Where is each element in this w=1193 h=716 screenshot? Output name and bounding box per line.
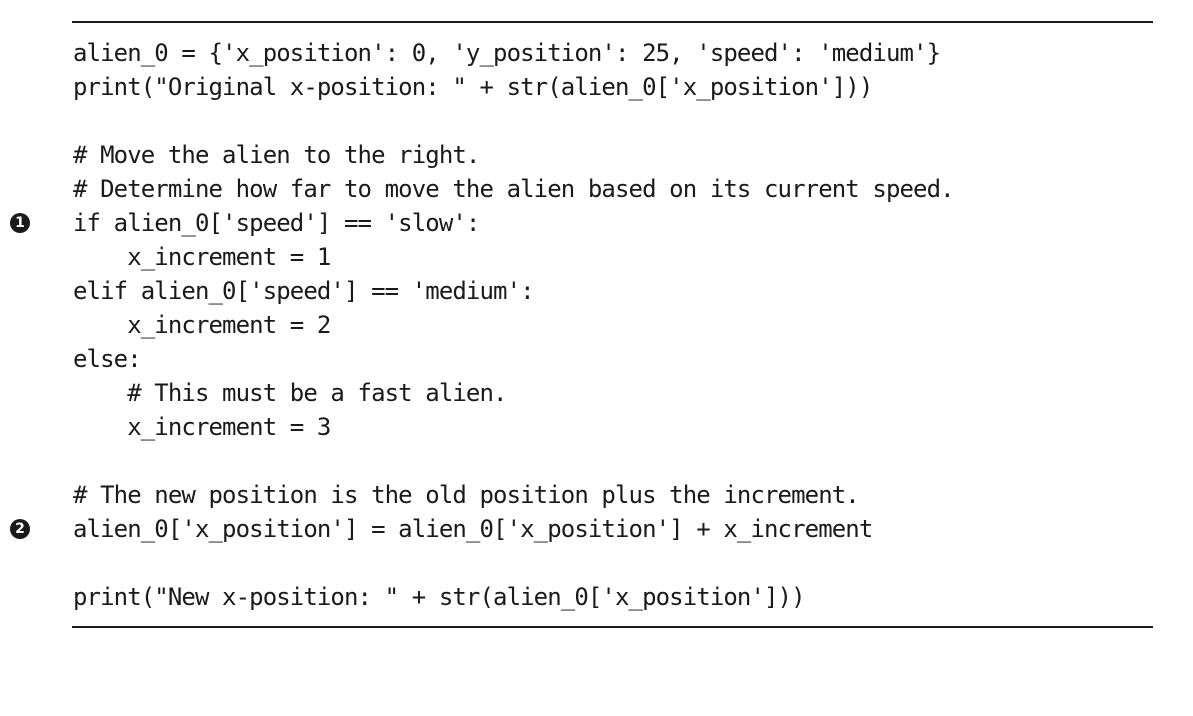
code-text: x_increment = 1 xyxy=(73,243,331,271)
code-text: x_increment = 3 xyxy=(73,413,331,441)
code-text: else: xyxy=(73,345,142,373)
bottom-rule xyxy=(72,626,1153,628)
code-listing: alien_0 = {'x_position': 0, 'y_position'… xyxy=(0,36,1193,614)
code-text: # Determine how far to move the alien ba… xyxy=(73,175,955,203)
code-line: # This must be a fast alien. xyxy=(0,376,1193,410)
code-line: elif alien_0['speed'] == 'medium': xyxy=(0,274,1193,308)
code-text: # Move the alien to the right. xyxy=(73,141,480,169)
code-text: elif alien_0['speed'] == 'medium': xyxy=(73,277,535,305)
code-text: # This must be a fast alien. xyxy=(73,379,507,407)
code-line xyxy=(0,444,1193,478)
code-line: print("New x-position: " + str(alien_0['… xyxy=(0,580,1193,614)
code-line: x_increment = 3 xyxy=(0,410,1193,444)
callout-marker: 2 xyxy=(10,519,30,539)
code-line: # Determine how far to move the alien ba… xyxy=(0,172,1193,206)
code-text: if alien_0['speed'] == 'slow': xyxy=(73,209,480,237)
top-rule xyxy=(72,21,1153,23)
code-line xyxy=(0,546,1193,580)
code-line: # Move the alien to the right. xyxy=(0,138,1193,172)
code-line: x_increment = 2 xyxy=(0,308,1193,342)
code-text: # The new position is the old position p… xyxy=(73,481,860,509)
code-line: print("Original x-position: " + str(alie… xyxy=(0,70,1193,104)
code-line xyxy=(0,104,1193,138)
code-line: x_increment = 1 xyxy=(0,240,1193,274)
code-text: alien_0['x_position'] = alien_0['x_posit… xyxy=(73,515,873,543)
callout-marker: 1 xyxy=(10,213,30,233)
code-text: x_increment = 2 xyxy=(73,311,331,339)
code-line: alien_0 = {'x_position': 0, 'y_position'… xyxy=(0,36,1193,70)
code-line: # The new position is the old position p… xyxy=(0,478,1193,512)
code-line: 1 if alien_0['speed'] == 'slow': xyxy=(0,206,1193,240)
code-text: print("Original x-position: " + str(alie… xyxy=(73,73,873,101)
code-line: 2 alien_0['x_position'] = alien_0['x_pos… xyxy=(0,512,1193,546)
code-text: print("New x-position: " + str(alien_0['… xyxy=(73,583,806,611)
code-line: else: xyxy=(0,342,1193,376)
code-text: alien_0 = {'x_position': 0, 'y_position'… xyxy=(73,39,941,67)
